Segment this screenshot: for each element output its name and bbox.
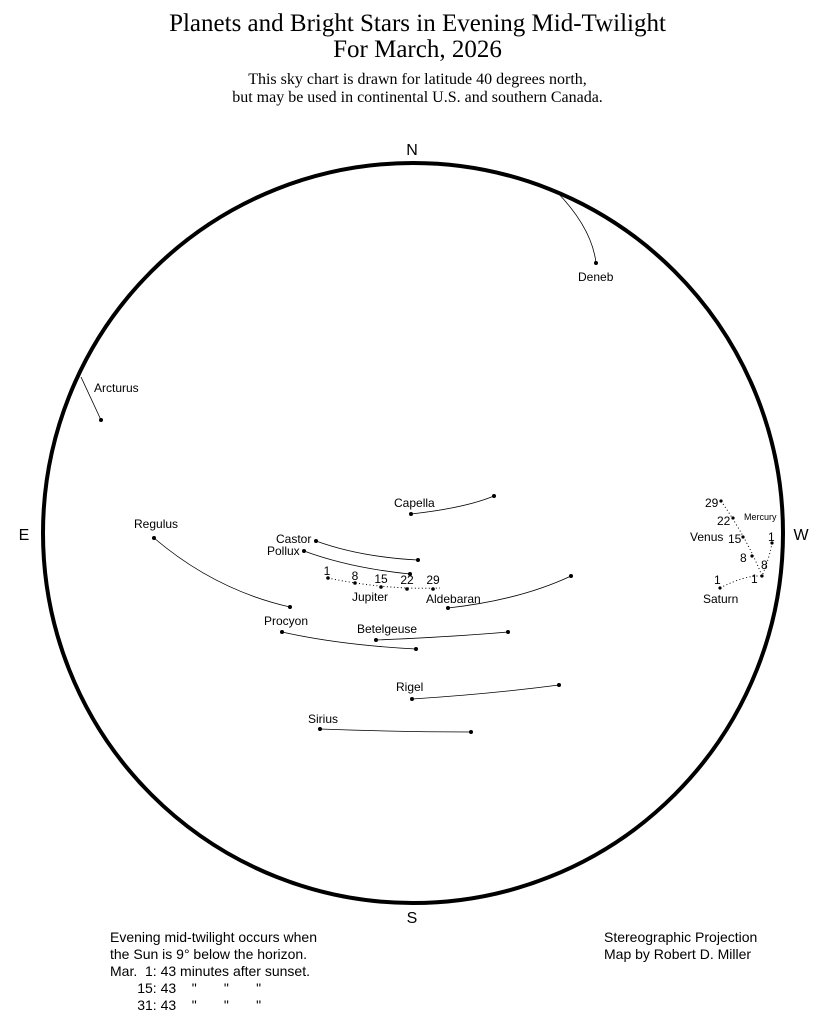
- note-left-line-1: Evening mid-twilight occurs when: [110, 929, 317, 945]
- arcturus-track: [80, 376, 102, 421]
- procyon-dot-end: [414, 647, 418, 651]
- betelgeuse-track: [375, 631, 509, 641]
- sirius-track: [319, 728, 472, 733]
- compass-east: E: [19, 527, 30, 544]
- venus-dot-22: [731, 516, 735, 520]
- pollux-dot-end: [408, 572, 412, 576]
- venus-date-8: 8: [740, 551, 747, 565]
- castor-track: [315, 540, 419, 561]
- saturn-date-1: 1: [714, 573, 721, 587]
- procyon-label: Procyon: [264, 614, 308, 628]
- capella-label: Capella: [394, 496, 435, 510]
- jupiter-dot-29: [431, 587, 435, 591]
- mercury-date-8: 8: [761, 558, 768, 572]
- jupiter-date-22: 22: [400, 573, 414, 587]
- aldebaran-dot-end: [569, 574, 573, 578]
- regulus-track: [153, 537, 291, 608]
- arcturus-dot: [99, 418, 103, 422]
- compass-west: W: [793, 527, 809, 544]
- aldebaran-track: [447, 575, 572, 609]
- pollux-label: Pollux: [267, 544, 300, 558]
- betelgeuse-dot: [374, 638, 378, 642]
- venus-dot-1: [760, 574, 764, 578]
- compass-south: S: [407, 910, 418, 927]
- venus-dot-15: [741, 535, 745, 539]
- saturn-path: [719, 575, 763, 589]
- castor-label: Castor: [276, 532, 311, 546]
- capella-track: [410, 495, 495, 515]
- jupiter-date-29: 29: [426, 573, 440, 587]
- venus-dot-8: [750, 554, 754, 558]
- jupiter-date-8: 8: [352, 569, 359, 583]
- venus-date-15: 15: [728, 532, 742, 546]
- mercury-date-1: 1: [768, 530, 775, 544]
- jupiter-dot-15: [379, 585, 383, 589]
- jupiter-dot-1: [326, 576, 330, 580]
- castor-dot-end: [416, 558, 420, 562]
- capella-dot-end: [492, 494, 496, 498]
- castor-dot: [314, 539, 318, 543]
- note-right-line-2: Map by Robert D. Miller: [604, 946, 752, 962]
- rigel-dot-end: [557, 683, 561, 687]
- procyon-track: [281, 631, 417, 650]
- chart-title-line-1: Planets and Bright Stars in Evening Mid-…: [169, 10, 666, 37]
- mercury-dot-1: [770, 541, 774, 545]
- compass-north: N: [406, 142, 418, 159]
- horizon-circle: [41, 161, 785, 905]
- venus-date-1: 1: [751, 572, 758, 586]
- sirius-label: Sirius: [308, 712, 338, 726]
- regulus-dot-end: [288, 605, 292, 609]
- venus-date-22: 22: [717, 514, 731, 528]
- aldebaran-dot: [446, 606, 450, 610]
- sirius-dot: [318, 727, 322, 731]
- venus-path: [720, 500, 763, 577]
- pollux-track: [303, 550, 411, 575]
- jupiter-date-15: 15: [374, 572, 388, 586]
- jupiter-label: Jupiter: [352, 590, 388, 604]
- mercury-label: Mercury: [744, 512, 777, 522]
- saturn-dot-1: [718, 586, 722, 590]
- chart-title-line-2: For March, 2026: [333, 36, 502, 63]
- venus-date-29: 29: [705, 496, 719, 510]
- jupiter-dot-22: [405, 587, 409, 591]
- jupiter-dot-8: [353, 581, 357, 585]
- jupiter-date-1: 1: [324, 564, 331, 578]
- regulus-dot: [152, 536, 156, 540]
- chart-subtitle-line-1: This sky chart is drawn for latitude 40 …: [248, 71, 587, 88]
- regulus-label: Regulus: [134, 517, 178, 531]
- rigel-label: Rigel: [396, 680, 423, 694]
- deneb-dot: [594, 261, 598, 265]
- betelgeuse-label: Betelgeuse: [357, 622, 417, 636]
- venus-label: Venus: [690, 530, 723, 544]
- deneb-track: [555, 190, 597, 264]
- rigel-track: [411, 684, 560, 700]
- sirius-dot-end: [469, 730, 473, 734]
- note-left-line-5: 31: 43 " " ": [110, 997, 262, 1013]
- aldebaran-label: Aldebaran: [426, 592, 481, 606]
- rigel-dot: [410, 697, 414, 701]
- venus-dot-29: [719, 499, 723, 503]
- note-right-line-1: Stereographic Projection: [604, 929, 758, 945]
- note-left-line-2: the Sun is 9° below the horizon.: [110, 946, 308, 962]
- capella-dot: [409, 512, 413, 516]
- procyon-dot: [280, 630, 284, 634]
- pollux-dot: [302, 549, 306, 553]
- note-left-line-3: Mar. 1: 43 minutes after sunset.: [110, 963, 310, 979]
- arcturus-label: Arcturus: [94, 381, 139, 395]
- saturn-label: Saturn: [703, 592, 738, 606]
- note-left-line-4: 15: 43 " " ": [110, 980, 262, 996]
- deneb-label: Deneb: [578, 270, 614, 284]
- betelgeuse-dot-end: [506, 630, 510, 634]
- chart-subtitle-line-2: but may be used in continental U.S. and …: [232, 89, 603, 106]
